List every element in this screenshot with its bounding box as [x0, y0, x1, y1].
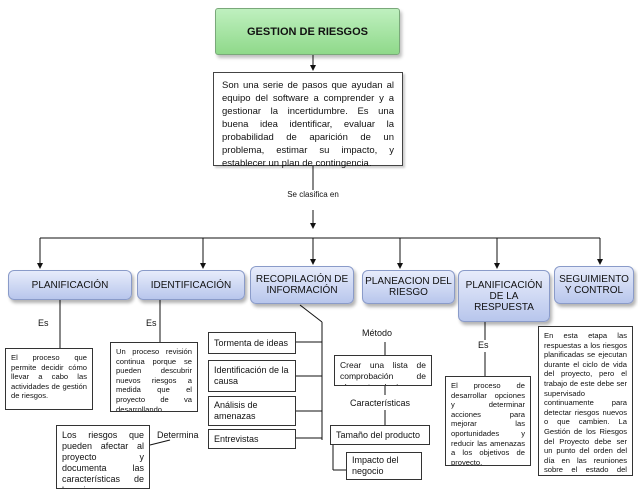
- note-identificacion: Un proceso revisión continua porque se p…: [110, 342, 198, 412]
- note-seguimiento-text: En esta etapa las respuestas a los riesg…: [544, 331, 627, 475]
- note-seguimiento: En esta etapa las respuestas a los riesg…: [538, 326, 633, 476]
- definition-box: Son una serie de pasos que ayudan al equ…: [213, 72, 403, 169]
- phase-seguimiento-label: SEGUIMIENTO Y CONTROL: [559, 274, 629, 296]
- classify-label-text: Se clasifica en: [287, 190, 339, 199]
- main-title-text: GESTION DE RIESGOS: [246, 25, 369, 38]
- phase-identificacion-label: IDENTIFICACIÓN: [150, 279, 232, 291]
- definition-text: Son una serie de pasos que ayudan al equ…: [222, 80, 394, 169]
- recopilacion-item-4: Entrevistas: [208, 429, 296, 449]
- note-metodo-text: Crear una lista de comprobación de eleme…: [340, 360, 426, 385]
- caracteristica-item-2: Impacto del negocio: [346, 452, 422, 480]
- recopilacion-item-1: Tormenta de ideas: [208, 332, 296, 354]
- phase-planeacion-label: PLANEACION DEL RIESGO: [365, 276, 452, 298]
- main-title: GESTION DE RIESGOS: [215, 8, 400, 55]
- phase-planificacion: PLANIFICACIÓN: [8, 270, 132, 300]
- recopilacion-item-3: Análisis de amenazas: [208, 396, 296, 426]
- note-respuesta: El proceso de desarrollar opciones y det…: [445, 376, 531, 466]
- note-respuesta-text: El proceso de desarrollar opciones y det…: [451, 381, 525, 466]
- recopilacion-item-1-text: Tormenta de ideas: [214, 337, 289, 348]
- note-planificacion-text: El proceso que permite decidir cómo llev…: [11, 353, 87, 401]
- note-metodo: Crear una lista de comprobación de eleme…: [334, 355, 432, 386]
- connector-es-planificacion-text: Es: [38, 318, 49, 328]
- phase-planificacion-label: PLANIFICACIÓN: [31, 279, 109, 291]
- note-identificacion-text: Un proceso revisión continua porque se p…: [116, 347, 192, 412]
- caracteristica-item-1-text: Tamaño del producto: [336, 429, 421, 440]
- caracteristica-item-1: Tamaño del producto: [330, 425, 430, 445]
- connector-caracteristicas: Características: [350, 398, 410, 408]
- connector-determina-text: Determina: [157, 430, 199, 440]
- phase-respuesta-label: PLANIFICACIÓN DE LA RESPUESTA: [465, 279, 543, 313]
- connector-caracteristicas-text: Características: [350, 398, 411, 408]
- recopilacion-item-3-text: Análisis de amenazas: [214, 400, 258, 421]
- connector-es-respuesta-text: Es: [478, 340, 489, 350]
- note-determina-text: Los riesgos que pueden afectar al proyec…: [62, 430, 144, 488]
- note-determina: Los riesgos que pueden afectar al proyec…: [56, 425, 150, 489]
- phase-seguimiento: SEGUIMIENTO Y CONTROL: [554, 266, 634, 304]
- classify-label: Se clasifica en: [283, 190, 343, 200]
- phase-recopilacion: RECOPILACIÓN DE INFORMACIÓN: [250, 266, 354, 304]
- phase-identificacion: IDENTIFICACIÓN: [137, 270, 245, 300]
- connector-es-identificacion-text: Es: [146, 318, 157, 328]
- note-planificacion: El proceso que permite decidir cómo llev…: [5, 348, 93, 410]
- phase-recopilacion-label: RECOPILACIÓN DE INFORMACIÓN: [255, 274, 349, 296]
- connector-determina: Determina: [157, 430, 199, 440]
- recopilacion-item-4-text: Entrevistas: [214, 433, 259, 444]
- phase-respuesta: PLANIFICACIÓN DE LA RESPUESTA: [458, 270, 550, 322]
- recopilacion-item-2-text: Identificación de la causa: [214, 365, 289, 386]
- connector-metodo: Método: [362, 328, 392, 338]
- caracteristica-item-2-text: Impacto del negocio: [352, 455, 399, 476]
- connector-es-planificacion: Es: [38, 318, 49, 328]
- connector-metodo-text: Método: [362, 328, 393, 338]
- connector-es-respuesta: Es: [478, 340, 489, 350]
- recopilacion-item-2: Identificación de la causa: [208, 360, 296, 392]
- phase-planeacion: PLANEACION DEL RIESGO: [362, 270, 455, 304]
- connector-es-identificacion: Es: [146, 318, 157, 328]
